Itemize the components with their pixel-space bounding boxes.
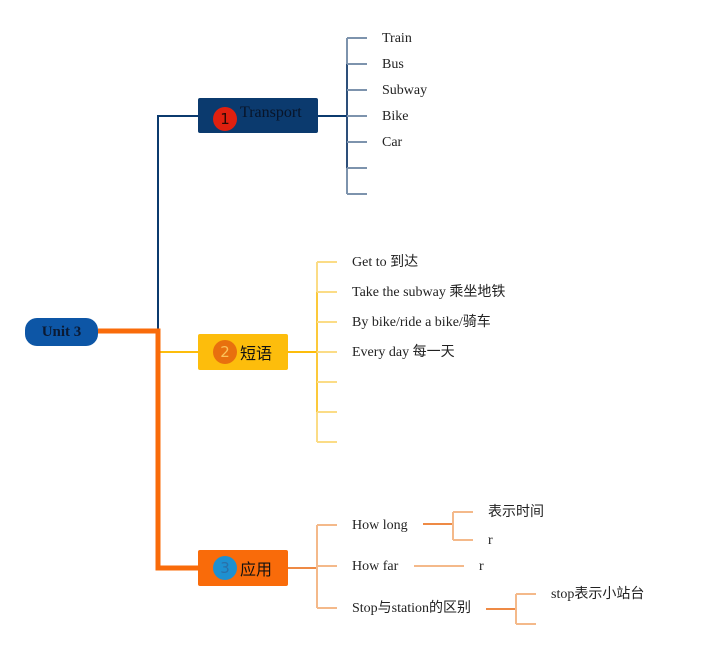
- branch-phrases[interactable]: 2 短语: [198, 334, 288, 370]
- leaf-stop-vs-station[interactable]: Stop与station的区别: [352, 601, 472, 616]
- branch-label: Transport: [240, 103, 302, 121]
- root-node[interactable]: Unit 3: [25, 318, 98, 346]
- leaf-bike[interactable]: Bike: [382, 109, 409, 124]
- connector-root-usage: [98, 328, 198, 571]
- phrases-leaf-ticks: [317, 261, 337, 443]
- leaf-how-long-r[interactable]: r: [488, 533, 493, 548]
- leaf-train[interactable]: Train: [382, 31, 412, 46]
- branch-usage[interactable]: 3 应用: [198, 550, 288, 586]
- number-badge-3: 3: [213, 556, 237, 580]
- leaf-bus[interactable]: Bus: [382, 57, 404, 72]
- leaf-indicates-time[interactable]: 表示时间: [488, 505, 544, 520]
- branch-transport[interactable]: 1 Transport: [198, 98, 318, 133]
- transport-leaf-ticks: [347, 37, 367, 195]
- usage-leaf-ticks: [317, 524, 337, 609]
- leaf-how-long[interactable]: How long: [352, 518, 408, 533]
- leaf-by-bike[interactable]: By bike/ride a bike/骑车: [352, 315, 491, 330]
- branch-label: 应用: [240, 560, 273, 579]
- leaf-every-day[interactable]: Every day 每一天: [352, 345, 455, 360]
- connector-root-transport: [157, 115, 198, 331]
- leaf-how-far-r[interactable]: r: [479, 559, 484, 574]
- leaf-how-far[interactable]: How far: [352, 559, 399, 574]
- connector-stop-bracket: [515, 593, 536, 625]
- leaf-subway[interactable]: Subway: [382, 83, 428, 98]
- leaf-take-the-subway[interactable]: Take the subway 乘坐地铁: [352, 285, 506, 300]
- number-badge-1: 1: [213, 106, 237, 131]
- root-label: Unit 3: [41, 323, 82, 340]
- number-badge-2: 2: [213, 340, 237, 364]
- leaf-car[interactable]: Car: [382, 135, 403, 150]
- leaf-stop-small-station[interactable]: stop表示小站台: [551, 587, 645, 602]
- branch-label: 短语: [240, 344, 273, 363]
- connector-howlong-bracket: [452, 511, 473, 541]
- leaf-get-to[interactable]: Get to 到达: [352, 255, 419, 270]
